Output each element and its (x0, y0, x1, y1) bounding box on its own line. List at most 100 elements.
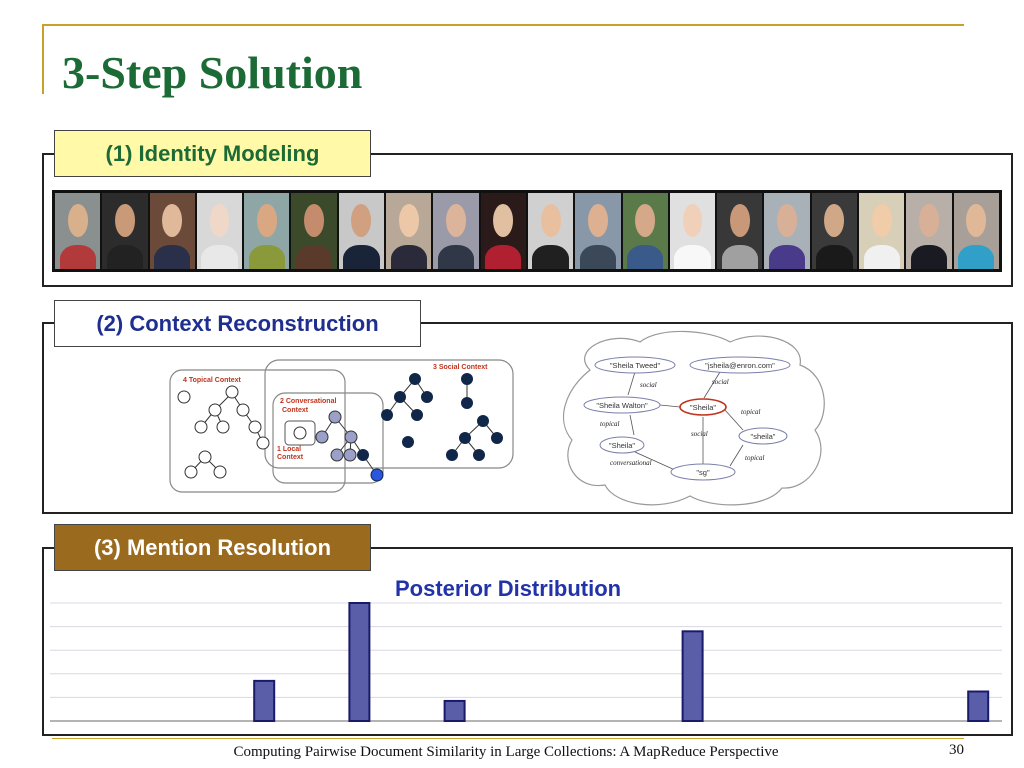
local-context-box (284, 420, 316, 446)
person-photo-body (958, 244, 995, 269)
person-photo-face (67, 203, 88, 238)
person-photo-face (493, 203, 514, 238)
person-photo-body (863, 244, 900, 269)
conversational-tree-nodes (315, 410, 358, 462)
person-photo (622, 193, 668, 269)
bar-20 (967, 690, 990, 722)
person-photo-body (721, 244, 758, 269)
conversational-context-label-2: Context (282, 407, 309, 414)
person-photo (575, 193, 621, 269)
social-context-box (264, 359, 514, 469)
edge-label-social-2: social (712, 378, 729, 386)
context-diagram: 4 Topical Context 3 Social Context 2 Con… (169, 359, 514, 493)
person-photo (291, 193, 337, 269)
social-tree-nodes (381, 373, 503, 461)
node-center-sheila-label: "Sheila" (690, 403, 717, 412)
node-sheila-right-label: "sheila" (751, 432, 776, 441)
node-sg-label: "sg" (696, 468, 710, 477)
cloud-outline (563, 330, 825, 506)
person-photo (527, 193, 574, 269)
person-photo-face (209, 203, 230, 238)
person-photo-body (201, 244, 238, 269)
person-photo-body (485, 244, 522, 269)
person-photo (386, 193, 432, 269)
bar-9 (443, 699, 466, 723)
social-shared-node (357, 449, 369, 461)
person-photo-body (390, 244, 427, 269)
edge-label-social-1: social (640, 381, 657, 389)
step-3-label: (3) Mention Resolution (54, 524, 371, 571)
edge-label-topical-1: topical (741, 408, 760, 416)
person-photo-face (304, 203, 325, 238)
person-photo-face (256, 203, 277, 238)
edge-label-topical-2: topical (600, 420, 619, 428)
conversational-tree-edges (321, 416, 378, 476)
node-sheila-right (738, 427, 788, 445)
person-photo (480, 193, 526, 269)
target-mention-node (370, 468, 384, 482)
person-photo-face (824, 203, 845, 238)
graph-edges (627, 371, 744, 471)
person-photo (859, 193, 905, 269)
node-email (689, 356, 791, 374)
node-sheila-tweed (594, 356, 676, 374)
slide-title: 3-Step Solution (62, 47, 363, 98)
person-photo (102, 193, 148, 269)
person-photo-body (59, 244, 96, 269)
person-photo (717, 193, 763, 269)
person-photo-body (106, 244, 144, 269)
person-photo-face (162, 203, 183, 238)
bar-7 (348, 602, 371, 722)
person-photo-body (248, 244, 285, 269)
person-photo-body (910, 244, 948, 269)
person-photo (196, 193, 243, 269)
person-photo-body (437, 244, 475, 269)
person-photo-face (114, 203, 135, 238)
person-photo-body (816, 244, 853, 269)
person-photo (338, 193, 385, 269)
resolution-panel (42, 547, 1013, 736)
footer-rule (52, 738, 964, 739)
person-photo-face (587, 203, 608, 238)
topical-tree-nodes (177, 385, 270, 479)
chart-gridlines (50, 602, 1002, 698)
step-2-label: (2) Context Reconstruction (54, 300, 421, 347)
person-photo (149, 193, 195, 269)
person-photo (433, 193, 479, 269)
local-context-label: 1 Local (277, 446, 301, 453)
page-number: 30 (949, 742, 964, 758)
person-photo-body (296, 244, 333, 269)
photo-strip (52, 190, 1002, 272)
edge-label-topical-3: topical (745, 454, 764, 462)
mention-graph: "Sheila Tweed" "jsheila@enron.com" "Shei… (563, 330, 825, 506)
person-photo-face (919, 203, 939, 238)
person-photo-face (398, 203, 419, 238)
person-photo-face (729, 203, 750, 238)
social-context-label: 3 Social Context (433, 364, 488, 371)
topical-context-box (169, 369, 346, 493)
person-photo-face (777, 203, 798, 238)
person-photo-body (154, 244, 191, 269)
person-photo-body (768, 244, 806, 269)
local-context-label-2: Context (277, 454, 304, 461)
node-center-sheila (679, 398, 727, 416)
person-photo-body (579, 244, 617, 269)
topical-context-label: 4 Topical Context (183, 377, 241, 384)
node-sheila-walton-label: "Sheila Walton" (596, 401, 648, 410)
node-sheila-tweed-label: "Sheila Tweed" (610, 361, 661, 370)
node-sheila-left-label: "Sheila" (609, 441, 636, 450)
person-photo (953, 193, 999, 269)
person-photo-face (635, 203, 656, 238)
person-photo (764, 193, 810, 269)
local-node (293, 426, 307, 440)
edge-label-social-3: social (691, 430, 708, 438)
person-photo (906, 193, 952, 269)
person-photo-face (540, 203, 561, 238)
left-rule (42, 24, 44, 94)
bar-5 (253, 679, 276, 722)
person-photo (811, 193, 858, 269)
person-photo-body (343, 244, 380, 269)
conversational-context-box (272, 392, 384, 484)
chart-title: Posterior Distribution (395, 576, 622, 601)
person-photo-face (871, 203, 892, 238)
